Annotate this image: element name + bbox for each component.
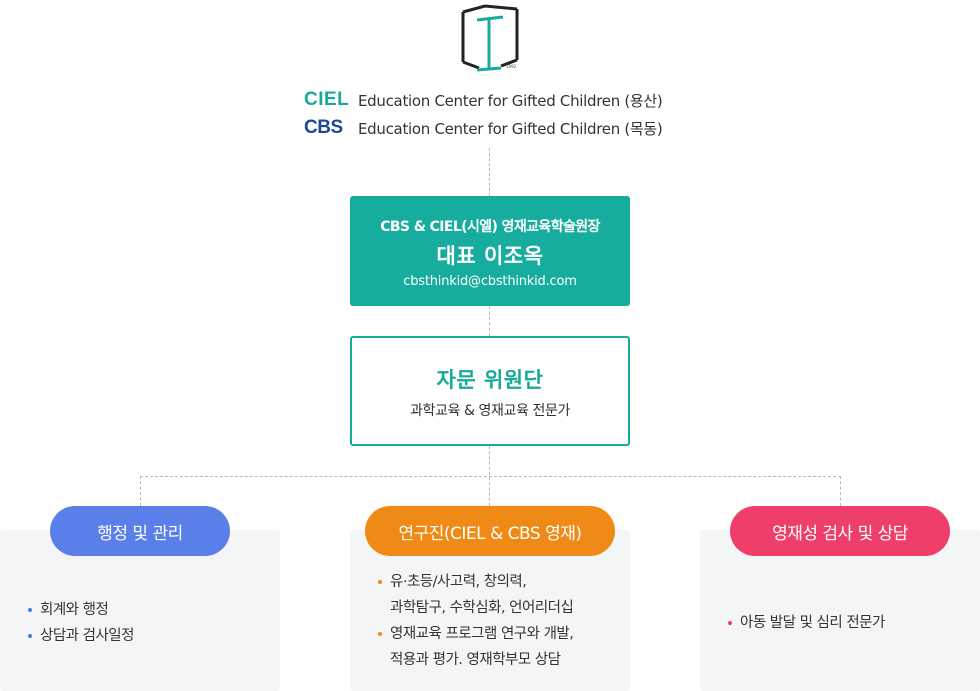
advisory-title: 자문 위원단 xyxy=(436,368,544,392)
list-item: 회계와 행정 xyxy=(28,597,134,623)
director-box: CBS & CIEL(시엘) 영재교육학술원장 대표 이조옥 cbsthinki… xyxy=(350,196,630,306)
research-panel xyxy=(350,530,630,691)
cbs-description: Education Center for Gifted Children (목동… xyxy=(358,119,663,138)
ciel-wordmark: CIEL xyxy=(304,89,350,110)
director-email: cbsthinkid@cbsthinkid.com xyxy=(403,274,577,289)
brand-row-cbs: CBS Education Center for Gifted Children… xyxy=(304,116,663,140)
list-item-line: 적용과 평가. 영재학부모 상담 xyxy=(390,652,561,668)
ciel-description: Education Center for Gifted Children (용산… xyxy=(358,91,663,110)
assessment-panel xyxy=(700,530,980,691)
list-item-line: 과학탐구, 수학심화, 언어리더십 xyxy=(390,600,574,616)
research-department-title: 연구진(CIEL & CBS 영재) xyxy=(365,506,615,556)
admin-list: 회계와 행정 상담과 검사일정 xyxy=(28,597,135,649)
connector-top xyxy=(489,148,490,196)
list-item: 유·초등/사고력, 창의력, 과학탐구, 수학심화, 언어리더십 xyxy=(378,569,574,621)
cube-logo-icon: 1992 xyxy=(461,4,519,72)
connector-branch-horizontal xyxy=(140,476,841,477)
admin-department-title: 행정 및 관리 xyxy=(50,506,230,556)
brand-row-ciel: CIEL Education Center for Gifted Childre… xyxy=(304,88,663,112)
advisory-box: 자문 위원단 과학교육 & 영재교육 전문가 xyxy=(350,336,630,446)
research-list: 유·초등/사고력, 창의력, 과학탐구, 수학심화, 언어리더십 영재교육 프로… xyxy=(378,569,574,673)
list-item: 아동 발달 및 심리 전문가 xyxy=(728,610,885,636)
cbs-wordmark: CBS xyxy=(304,117,343,138)
connector-branch-left xyxy=(140,476,141,506)
director-name: 대표 이조옥 xyxy=(436,244,544,268)
connector-head-advisory xyxy=(489,306,490,336)
connector-branch-right xyxy=(840,476,841,506)
assessment-department-title: 영재성 검사 및 상담 xyxy=(730,506,950,556)
list-item: 영재교육 프로그램 연구와 개발, 적용과 평가. 영재학부모 상담 xyxy=(378,621,574,673)
advisory-subtitle: 과학교육 & 영재교육 전문가 xyxy=(410,403,570,419)
director-role: CBS & CIEL(시엘) 영재교육학술원장 xyxy=(380,219,600,235)
list-item-line: 유·초등/사고력, 창의력, xyxy=(390,574,527,590)
admin-panel xyxy=(0,530,280,691)
list-item-line: 영재교육 프로그램 연구와 개발, xyxy=(390,626,574,642)
list-item: 상담과 검사일정 xyxy=(28,623,135,649)
assessment-list: 아동 발달 및 심리 전문가 xyxy=(728,610,885,636)
logo-year: 1992 xyxy=(506,64,517,69)
